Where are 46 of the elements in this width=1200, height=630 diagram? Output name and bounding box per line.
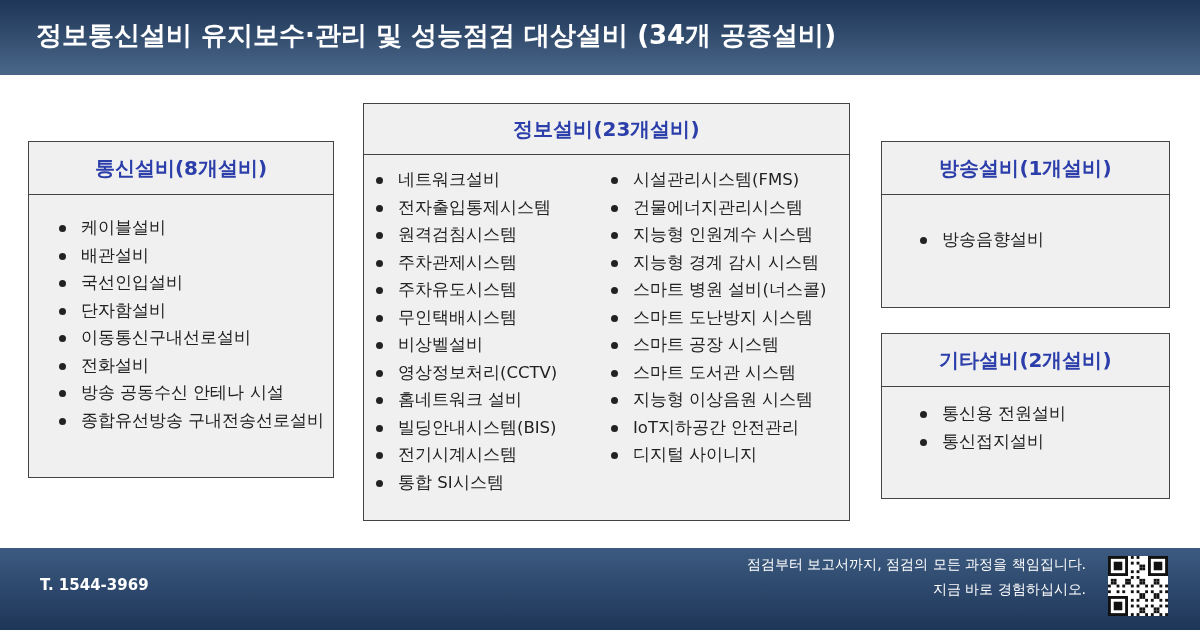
list-item: 국선인입설비 (81, 273, 183, 292)
list-item: 네트워크설비 (398, 170, 500, 189)
list-item: 단자함설비 (81, 300, 166, 320)
list-item: 건물에너지관리시스템 (633, 197, 803, 217)
list-item: 비상벨설비 (398, 335, 483, 354)
list-item: 전자출입통제시스템 (398, 197, 551, 217)
list-item: 주차유도시스템 (398, 280, 517, 299)
list-item: 원격검침시스템 (398, 225, 517, 244)
list-item: 전화설비 (81, 355, 149, 375)
list-item: 디지털 사이니지 (633, 445, 758, 464)
list-item: 스마트 도서관 시스템 (633, 362, 797, 382)
list-item: 배관설비 (81, 245, 149, 265)
category-panel (881, 333, 1170, 499)
footer-text: 지금 바로 경험하십시오. (932, 581, 1086, 599)
list-item: 시설관리시스템(FMS) (633, 170, 800, 189)
panel-heading: 통신설비(8개설비) (29, 142, 333, 195)
list-item: 방송음향설비 (942, 230, 1044, 249)
list-item: 이동통신구내선로설비 (81, 328, 251, 347)
list-item: 스마트 공장 시스템 (633, 335, 780, 354)
list-item: 종합유선방송 구내전송선로설비 (81, 410, 325, 430)
list-item: 케이블설비 (81, 218, 166, 237)
list-item: 전기시계시스템 (398, 445, 517, 464)
list-item: 지능형 이상음원 시스템 (633, 390, 814, 409)
list-item: 빌딩안내시스템(BIS) (398, 417, 557, 437)
list-item: 주차관제시스템 (398, 252, 517, 272)
footer-text: 점검부터 보고서까지, 점검의 모든 과정을 책임집니다. (746, 556, 1086, 574)
list-item: 통합 SI시스템 (398, 472, 504, 492)
list-item: 방송 공동수신 안테나 시설 (81, 383, 284, 402)
category-panel (881, 141, 1170, 308)
category-panel (28, 141, 334, 478)
footer-text: T. 1544-3969 (40, 576, 149, 594)
list-item: 지능형 경계 감시 시스템 (633, 252, 819, 272)
list-item: 영상정보처리(CCTV) (398, 362, 558, 382)
list-item: 스마트 병원 설비(너스콜) (633, 280, 827, 299)
list-item: 무인택배시스템 (398, 307, 517, 327)
list-item: 지능형 인원계수 시스템 (633, 225, 814, 244)
panel-heading: 방송설비(1개설비) (882, 142, 1169, 195)
category-panel (363, 103, 850, 521)
title: 정보통신설비 유지보수·관리 및 성능점검 대상설비 (34개 공종설비) (36, 19, 837, 52)
list-item: 홈네트워크 설비 (398, 390, 523, 409)
panel-heading: 기타설비(2개설비) (882, 334, 1169, 387)
list-item: 통신접지설비 (942, 431, 1044, 451)
list-item: 통신용 전원설비 (942, 404, 1067, 423)
list-item: IoT지하공간 안전관리 (633, 417, 800, 437)
list-item: 스마트 도난방지 시스템 (633, 307, 814, 327)
panel-heading: 정보설비(23개설비) (364, 104, 849, 155)
